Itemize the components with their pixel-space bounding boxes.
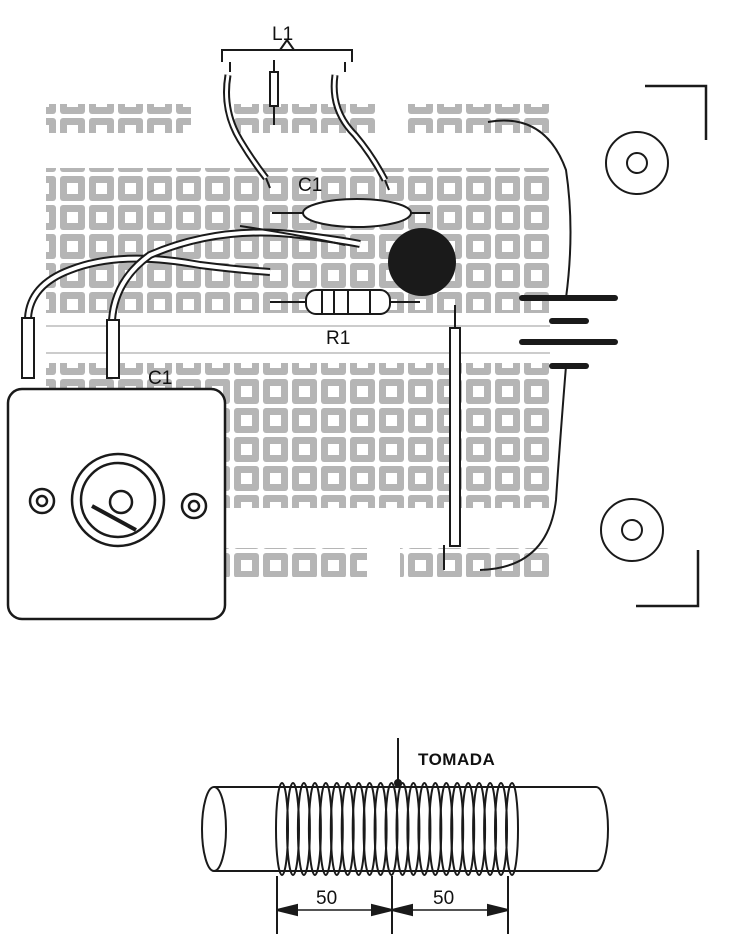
coil-turn xyxy=(505,782,519,876)
vertical-jumper xyxy=(443,305,461,570)
jumper-wires xyxy=(21,225,361,379)
capacitor-c1 xyxy=(272,198,430,228)
center-channel xyxy=(46,325,550,354)
coil-l1-leads xyxy=(221,38,390,191)
battery-symbol xyxy=(519,295,618,369)
variable-capacitor-label: C1 xyxy=(148,368,172,389)
dimension-lines xyxy=(276,876,509,934)
resistor-r1 xyxy=(270,289,420,315)
capacitor-c1-label: C1 xyxy=(298,175,322,196)
coil-turn xyxy=(483,782,498,876)
terminal-top xyxy=(605,131,669,195)
dimension-right-label: 50 xyxy=(433,888,454,909)
coil-turn xyxy=(417,782,432,876)
upper-pad-grid xyxy=(46,168,550,313)
coil-l1-label: L1 xyxy=(272,24,293,45)
coil-turn xyxy=(395,782,410,876)
coil-turn xyxy=(373,782,388,876)
coil-form xyxy=(201,786,609,872)
corner-marks xyxy=(636,84,708,608)
resistor-r1-label: R1 xyxy=(326,328,350,349)
coil-turn xyxy=(329,782,344,876)
coil-turn xyxy=(307,782,322,876)
coil-turn xyxy=(286,782,300,876)
tap-lead xyxy=(394,738,402,787)
coil-turn xyxy=(461,782,476,876)
tap-label: TOMADA xyxy=(418,750,495,769)
transistor-body xyxy=(388,228,456,296)
terminal-bottom xyxy=(600,498,664,562)
variable-capacitor xyxy=(6,387,227,621)
dimension-left-label: 50 xyxy=(316,888,337,909)
coil-turn xyxy=(351,782,366,876)
supply-wires xyxy=(479,119,572,571)
top-rail-pads xyxy=(46,104,550,133)
coil-turn xyxy=(439,782,454,876)
coil-windings xyxy=(275,782,519,876)
